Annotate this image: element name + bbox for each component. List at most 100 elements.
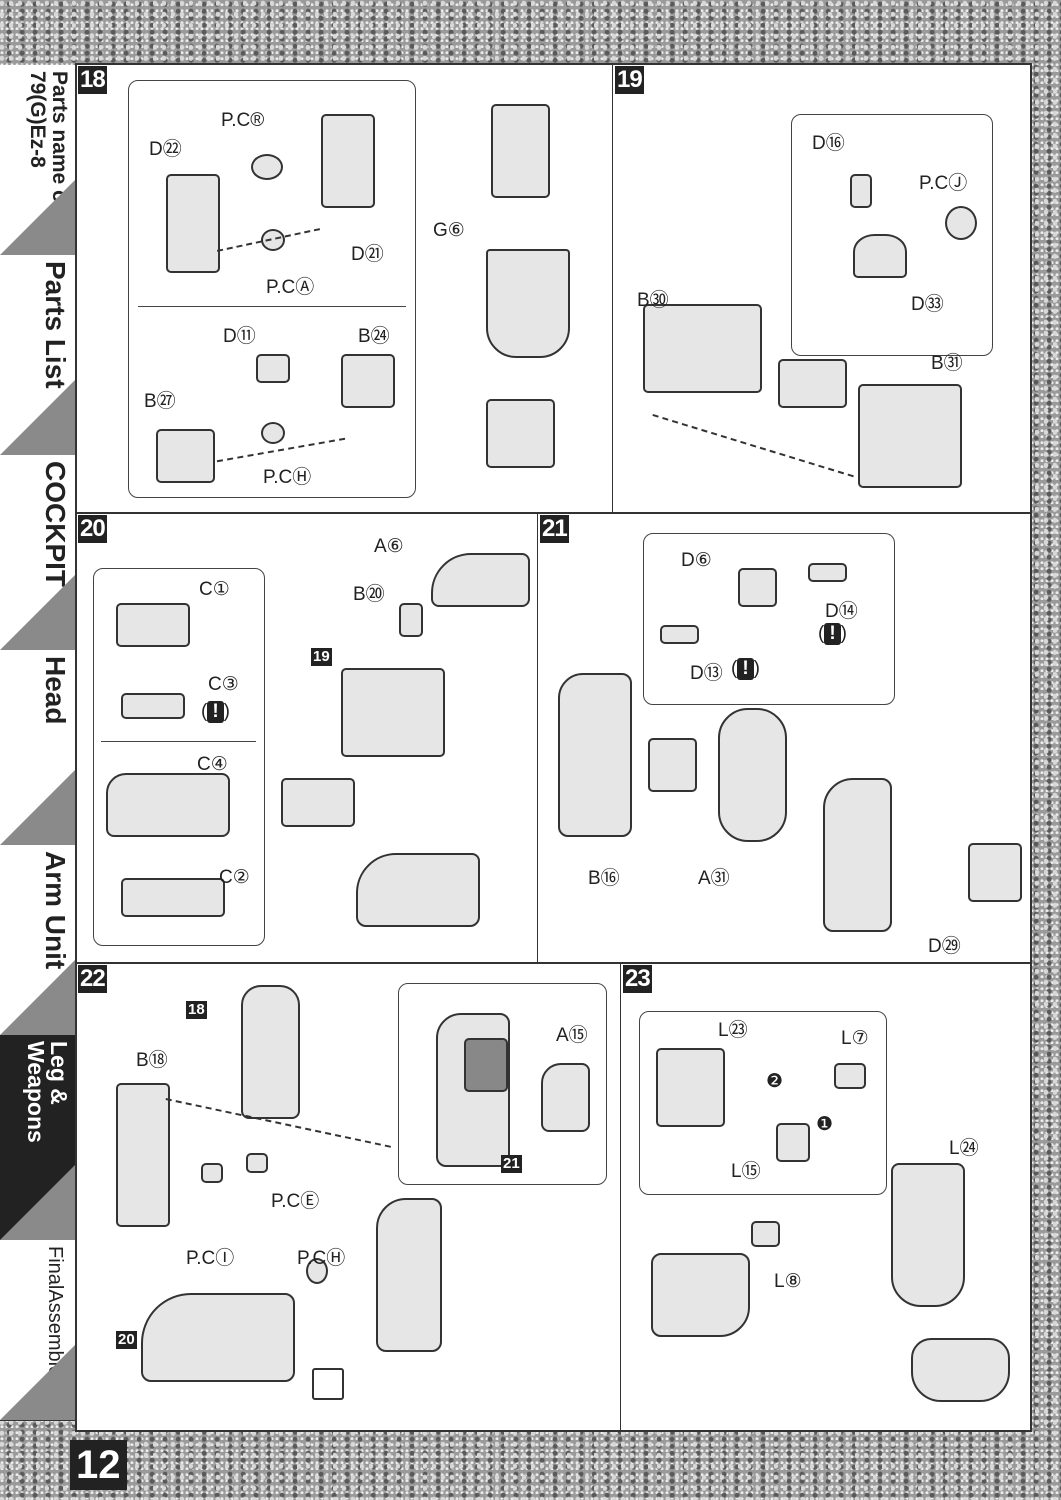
part-label: P.CⒺ — [271, 1191, 320, 1212]
part-label: B⑳ — [353, 584, 385, 605]
part-label: P.CⒿ — [919, 173, 968, 194]
part-g6 — [486, 249, 570, 358]
part-d29 — [968, 843, 1022, 902]
part-l23 — [656, 1048, 725, 1127]
part-b31 — [858, 384, 962, 488]
part-label: L⑦ — [841, 1028, 869, 1049]
part-label: D㉝ — [911, 294, 944, 315]
step-20-panel: 20 19 A⑥ B⑳ C① C③ (!) C④ C② — [75, 512, 538, 964]
tab-corner — [0, 770, 75, 845]
part-assembled-leg — [376, 1198, 442, 1352]
part-d13 — [660, 625, 699, 644]
step-number: 18 — [78, 66, 107, 94]
caution-icon: ! — [207, 701, 224, 723]
part-label: C② — [219, 867, 250, 888]
part-label: B㉛ — [931, 353, 963, 374]
tab-cockpit[interactable]: COCKPIT — [0, 455, 75, 651]
hole-callout — [312, 1368, 344, 1400]
step-reference-badge: 18 — [186, 1001, 207, 1019]
caution-mark: (!) — [201, 701, 230, 723]
tab-leg-weapons[interactable]: Leg & Weapons — [0, 1035, 75, 1241]
part-c4 — [106, 773, 230, 837]
part-label: A㉛ — [698, 868, 730, 889]
part-assembly-18 — [241, 985, 300, 1119]
part-d33-assembled — [778, 359, 847, 408]
caution-mark: (!) — [818, 623, 847, 645]
step-reference-badge: 21 — [501, 1155, 522, 1173]
part-label: D⑪ — [223, 326, 256, 347]
part-label: D⑯ — [812, 133, 845, 154]
part-a31 — [718, 708, 787, 842]
part-d13-assembly — [648, 738, 697, 792]
divider — [101, 741, 256, 742]
part-label: P.CⒽ — [263, 467, 312, 488]
part-head-assembly — [491, 104, 550, 198]
part-label: P.CⒶ — [266, 277, 315, 298]
part-l7 — [834, 1063, 866, 1089]
part-label: D㉒ — [149, 139, 182, 160]
part-label: A⑥ — [374, 536, 404, 557]
part-b30 — [643, 304, 762, 393]
part-pch — [261, 422, 285, 444]
step-number: 21 — [540, 515, 569, 543]
part-l8 — [751, 1221, 780, 1247]
step-order-marker: ❷ — [766, 1071, 784, 1092]
tab-corner — [0, 1345, 75, 1420]
part-base — [356, 853, 480, 927]
step-number: 22 — [78, 965, 107, 993]
part-label: B㉚ — [637, 290, 669, 311]
part-a6 — [431, 553, 530, 607]
part-label: D⑥ — [681, 550, 712, 571]
part-c1 — [116, 603, 190, 647]
part-pch — [306, 1258, 328, 1284]
part-b18 — [116, 1083, 170, 1227]
step-22-panel: 22 18 21 20 B⑱ P.CⒺ P.CⒾ P.CⒽ A⑮ — [75, 962, 621, 1432]
part-label: B㉔ — [358, 326, 390, 347]
tab-parts-list[interactable]: Parts List — [0, 255, 75, 456]
tab-final-assemble[interactable]: FinalAssemble — [0, 1240, 75, 1421]
part-c1-assembled — [281, 778, 355, 827]
part-label: C③ — [208, 674, 239, 695]
part-d11 — [256, 354, 290, 383]
part-foot-joint — [486, 399, 555, 468]
part-l24 — [891, 1163, 965, 1307]
step-number: 20 — [78, 515, 107, 543]
part-label: P.C® — [221, 110, 265, 131]
step-23-panel: 23 L㉓ L⑦ L⑮ L⑧ L㉔ ❷ ❶ — [620, 962, 1032, 1432]
part-d21 — [321, 114, 375, 208]
part-label: L㉓ — [718, 1020, 748, 1041]
part-pcj — [945, 206, 977, 240]
part-label: L㉔ — [949, 1138, 979, 1159]
tab-corner — [0, 1165, 75, 1240]
tab-head[interactable]: Head — [0, 650, 75, 846]
part-label: D⑬ — [690, 663, 723, 684]
part-label: B⑯ — [588, 868, 620, 889]
assembly-arrow — [652, 414, 854, 478]
page-number: 12 — [70, 1440, 127, 1490]
part-label: D㉙ — [928, 936, 961, 957]
part-pca — [261, 229, 285, 251]
tab-parts-name[interactable]: Parts name of RX-79(G)Ez-8 — [0, 65, 75, 256]
part-label: L⑮ — [731, 1161, 761, 1182]
step-21-panel: 21 D⑥ D⑭ (!) D⑬ (!) B⑯ A㉛ D㉙ — [537, 512, 1032, 964]
part-label: B㉗ — [144, 391, 176, 412]
part-b16 — [558, 673, 632, 837]
part-label: B⑱ — [136, 1050, 168, 1071]
step-18-panel: 18 P.C® D㉒ D㉑ P.CⒶ G⑥ D⑪ B㉔ B㉗ P.CⒽ — [75, 63, 613, 514]
part-label: L⑧ — [774, 1271, 802, 1292]
part-label: A⑮ — [556, 1025, 588, 1046]
step-19-panel: 19 D⑯ P.CⒿ D㉝ B㉚ B㉛ — [612, 63, 1032, 514]
part-c3 — [121, 693, 185, 719]
part-d33 — [853, 234, 907, 278]
tab-corner — [0, 960, 75, 1035]
part-label: P.CⒾ — [186, 1248, 235, 1269]
part-b27 — [156, 429, 215, 483]
tab-arm-unit[interactable]: Arm Unit — [0, 845, 75, 1036]
caution-icon: ! — [737, 658, 754, 680]
part-c2 — [121, 878, 225, 917]
tab-corner — [0, 380, 75, 455]
part-d14 — [808, 563, 847, 582]
part-label: C① — [199, 579, 230, 600]
part-d6 — [738, 568, 777, 607]
part-foot-assembly — [911, 1338, 1010, 1402]
